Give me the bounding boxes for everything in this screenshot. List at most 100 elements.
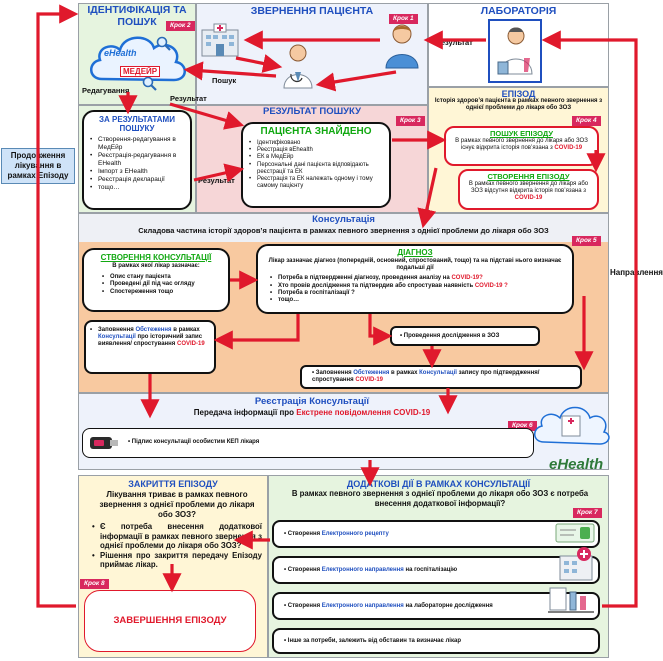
- reg-consult-subtitle: Передача інформації про Екстрене повідом…: [193, 408, 431, 417]
- patient-found-box: ПАЦІЄНТА ЗНАЙДЕНО Ідентифіковано Реєстра…: [241, 122, 391, 208]
- key-token-icon: [90, 437, 118, 449]
- episode-subtitle: Історія здоров’я пацієнта в рамках певно…: [434, 98, 603, 112]
- list-item: Потреба в підтвердженні діагнозу, провед…: [270, 275, 566, 282]
- consult-header-band: [79, 214, 608, 242]
- search-results-list: Створення-редагування в МедЕйр Реєстраці…: [84, 133, 190, 192]
- magnifier-icon-2: [142, 76, 157, 91]
- list-item: Хто провів дослідження та підтвердив або…: [270, 283, 566, 290]
- create-consult-list: Опис стану пацієнта Проведені дії під ча…: [84, 270, 228, 296]
- action-prescription: • Створення Електронного рецепту: [272, 520, 600, 548]
- list-item: тощо…: [90, 184, 186, 192]
- episode-search-title: ПОШУК ЕПІЗОДУ: [490, 129, 553, 138]
- list-item: Реєстрація вEhealth: [249, 147, 385, 154]
- lab-icon-2: [548, 587, 594, 613]
- list-item: Імпорт з EHealth: [90, 168, 186, 176]
- consult-step: Крок 5: [572, 236, 601, 246]
- magnifier-icon-1: [156, 36, 171, 51]
- episode-create-title: СТВОРЕННЯ ЕПІЗОДУ: [487, 172, 570, 181]
- ident-title: ІДЕНТИФІКАЦІЯ ТА ПОШУК: [87, 4, 187, 28]
- action-other: • Інше за потреби, залежить від обставин…: [272, 628, 600, 654]
- research-box: • Проведення дослідження в ЗОЗ: [390, 326, 540, 346]
- finish-episode-title: ЗАВЕРШЕННЯ ЕПІЗОДУ: [113, 615, 227, 626]
- list-item: Реєстрація-редагування в EHealth: [90, 152, 186, 168]
- consult-title: Консультація: [312, 214, 375, 225]
- doctor-icon: [283, 44, 313, 89]
- search-result-step: Крок 3: [396, 116, 425, 126]
- ehealth-cloud-icon: [534, 406, 610, 445]
- action-lab-research: • Створення Електронного направлення на …: [272, 592, 600, 620]
- create-consult-box: СТВОРЕННЯ КОНСУЛЬТАЦІЇ В рамках якої лік…: [82, 248, 230, 312]
- lab-scientist-icon: [497, 27, 533, 75]
- found-result-label: Результат: [198, 176, 235, 185]
- close-episode-text: Лікування триває в рамках певного зверне…: [99, 490, 255, 519]
- action-other-text: • Інше за потреби, залежить від обставин…: [284, 638, 461, 644]
- patient-icon: [385, 24, 419, 69]
- continue-treatment-label: Продовження лікування в рамках Епізоду: [1, 148, 75, 184]
- list-item: ЕК в МедЕйр: [249, 154, 385, 161]
- appeal-step: Крок 1: [389, 14, 418, 24]
- fill-observation-box: • Заповнення Обстеження в рамках Консуль…: [84, 320, 216, 374]
- lab-result-label: Результат: [436, 38, 473, 47]
- episode-create-text: В рамках певного звернення до лікаря або…: [468, 181, 589, 202]
- finish-episode-box: ЗАВЕРШЕННЯ ЕПІЗОДУ: [84, 590, 256, 652]
- close-episode-title: ЗАКРИТТЯ ЕПІЗОДУ: [128, 479, 218, 489]
- episode-search-box: ПОШУК ЕПІЗОДУ В рамках певного звернення…: [444, 126, 599, 166]
- additional-subtitle: В рамках певного звернення з однієї проб…: [291, 489, 589, 508]
- reg-consult-step: Крок 6: [508, 421, 537, 431]
- patient-found-title: ПАЦІЄНТА ЗНАЙДЕНО: [260, 126, 372, 137]
- ident-step: Крок 2: [166, 21, 195, 31]
- list-item: Створення-редагування в МедЕйр: [90, 136, 186, 152]
- action-lab-research-text: • Створення Електронного направлення на …: [284, 603, 493, 609]
- diagnosis-title: ДІАГНОЗ: [397, 248, 433, 257]
- diagnosis-box: ДІАГНОЗ Лікар зазначає діагноз (попередн…: [256, 244, 574, 314]
- fill-observation-box-2: • Заповнення Обстеження в рамках Консуль…: [300, 365, 582, 389]
- edit-label: Редагування: [82, 86, 130, 95]
- list-item: Опис стану пацієнта: [102, 274, 224, 281]
- sign-text: • Підпис консультації особистим КЕП ліка…: [128, 439, 260, 445]
- action-hospitalization-text: • Створення Електронного направлення на …: [284, 567, 458, 573]
- appeal-title: ЗВЕРНЕННЯ ПАЦІЄНТА: [250, 5, 374, 17]
- cloud-icon: [90, 36, 186, 82]
- search-result-title: РЕЗУЛЬТАТ ПОШУКУ: [263, 106, 361, 117]
- episode-create-box: СТВОРЕННЯ ЕПІЗОДУ В рамках певного зверн…: [458, 169, 599, 210]
- list-item: Спостереження тощо: [102, 289, 224, 296]
- medeir-logo: МЕДЕЙР: [120, 66, 161, 77]
- episode-title: ЕПІЗОД: [501, 89, 536, 99]
- list-item: Персональні дані пацієнта відповідають р…: [249, 162, 385, 176]
- action-prescription-text: • Створення Електронного рецепту: [284, 531, 389, 537]
- prescription-icon: [555, 523, 595, 543]
- list-item: Реєстрація та ЕК належать одному і тому …: [249, 176, 385, 190]
- create-consult-intro: В рамках якої лікар зазначає:: [112, 263, 200, 269]
- create-consult-title: СТВОРЕННЯ КОНСУЛЬТАЦІЇ: [100, 253, 212, 262]
- list-item: Рішення про закриття передачу Епізоду пр…: [92, 551, 262, 570]
- diagnosis-list: Потреба в підтвердженні діагнозу, провед…: [258, 272, 572, 304]
- search-results-box: ЗА РЕЗУЛЬТАТАМИ ПОШУКУ Створення-редагув…: [82, 110, 192, 210]
- list-item: Ідентифіковано: [249, 140, 385, 147]
- loop-continue: [36, 4, 79, 608]
- close-episode-list: Є потреба внесення додаткової інформації…: [92, 522, 262, 570]
- results-result-label: Результат: [170, 94, 207, 103]
- patient-found-list: Ідентифіковано Реєстрація вEhealth ЕК в …: [243, 138, 389, 190]
- list-item: тощо…: [270, 297, 566, 304]
- action-hospitalization: • Створення Електронного направлення на …: [272, 556, 600, 584]
- sign-box: [82, 428, 534, 458]
- hospital-icon: [201, 23, 239, 57]
- list-item: Потреба в госпіталізації ?: [270, 290, 566, 297]
- search-label: Пошук: [212, 76, 237, 85]
- reg-consult-title: Реєстрація Консультації: [254, 396, 370, 407]
- consult-subtitle: Складова частина історії здоров’я пацієн…: [138, 226, 549, 235]
- additional-step: Крок 7: [573, 508, 602, 518]
- episode-step: Крок 4: [572, 116, 601, 126]
- research-text: • Проведення дослідження в ЗОЗ: [400, 333, 500, 339]
- direction-label: Направлення: [610, 268, 663, 277]
- diagnosis-intro: Лікар зазначає діагноз (попередній, осно…: [268, 258, 562, 272]
- ehealth-logo-2: eHealth: [549, 456, 604, 473]
- additional-title: ДОДАТКОВІ ДІЇ В РАМКАХ КОНСУЛЬТАЦІЇ: [346, 479, 531, 489]
- episode-search-text: В рамках певного звернення до лікаря або…: [455, 138, 588, 152]
- fill-observation-text-2: • Заповнення Обстеження в рамках Консуль…: [312, 370, 540, 384]
- fill-observation-text: • Заповнення Обстеження в рамках Консуль…: [90, 327, 205, 348]
- list-item: Реєстрація декларації: [90, 176, 186, 184]
- lab-title: ЛАБОРАТОРІЯ: [480, 5, 557, 17]
- close-episode-step: Крок 8: [80, 579, 109, 589]
- hospital-icon-2: [559, 547, 593, 581]
